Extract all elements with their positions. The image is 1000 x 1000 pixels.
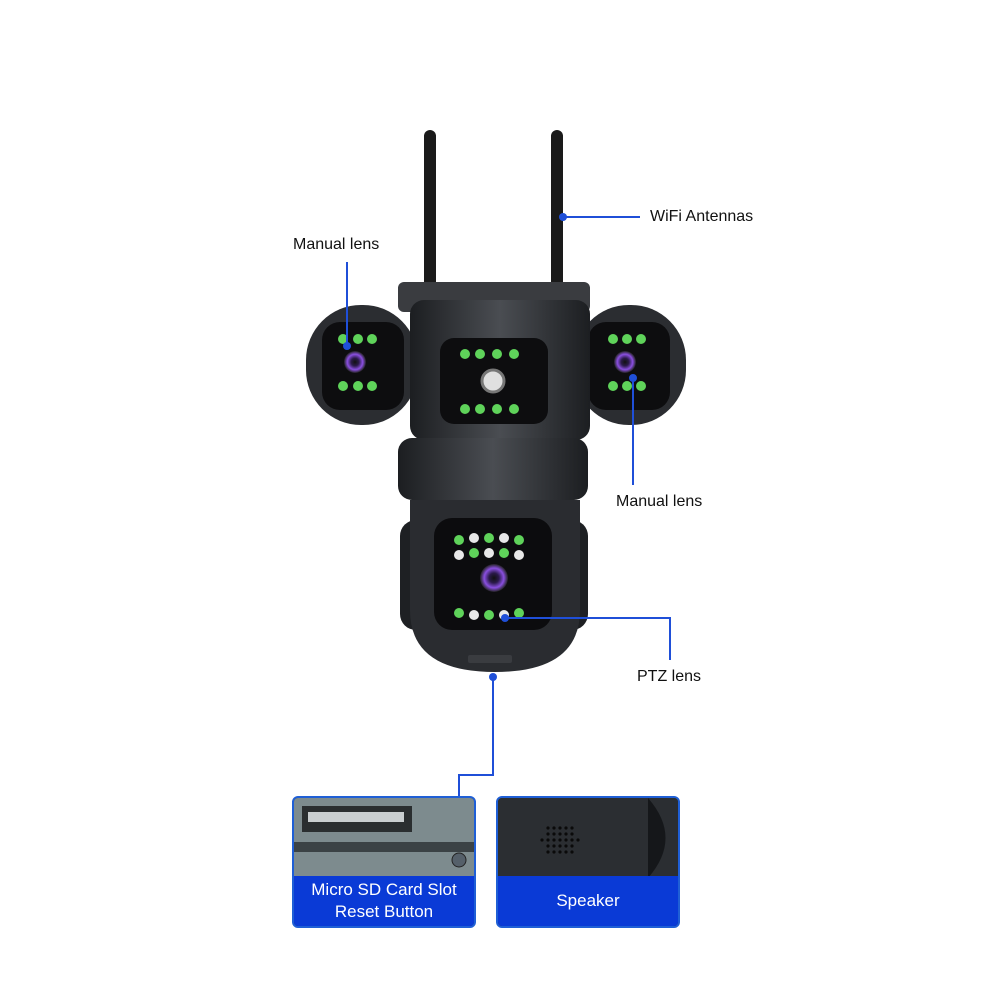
antenna-right xyxy=(551,130,563,305)
ir-led xyxy=(509,404,519,414)
lens-left xyxy=(344,351,366,373)
ir-led xyxy=(469,533,479,543)
lens-center xyxy=(480,368,506,394)
speaker-hole xyxy=(546,826,550,830)
ir-led xyxy=(622,334,632,344)
speaker-hole xyxy=(564,826,568,830)
speaker-hole xyxy=(564,850,568,854)
ir-led xyxy=(608,381,618,391)
speaker-photo xyxy=(498,798,678,878)
ir-led xyxy=(499,533,509,543)
ir-led xyxy=(475,349,485,359)
ptz-vent xyxy=(468,655,512,663)
ir-led xyxy=(484,610,494,620)
ir-led xyxy=(484,548,494,558)
speaker-hole xyxy=(552,850,556,854)
sd-caption-line2: Reset Button xyxy=(334,902,434,921)
leader-dot-ptz xyxy=(501,614,509,622)
speaker-caption: Speaker xyxy=(556,891,620,910)
ir-led xyxy=(460,349,470,359)
leader-dot-manual-left xyxy=(343,342,351,350)
ir-led xyxy=(636,381,646,391)
ir-led xyxy=(475,404,485,414)
ir-led xyxy=(469,548,479,558)
sd-slot-photo xyxy=(294,798,474,878)
ir-led xyxy=(492,404,502,414)
speaker-hole xyxy=(570,844,574,848)
leader-bottom xyxy=(458,677,494,797)
ir-led xyxy=(367,334,377,344)
leader-ptz xyxy=(505,617,671,660)
ir-led xyxy=(454,608,464,618)
ir-led xyxy=(509,349,519,359)
ir-led xyxy=(367,381,377,391)
speaker-hole xyxy=(546,838,550,842)
callout-ptz-lens: PTZ lens xyxy=(637,668,702,685)
speaker-hole xyxy=(552,832,556,836)
ir-led xyxy=(353,381,363,391)
lens-ptz xyxy=(480,564,508,592)
ir-led-group xyxy=(338,334,646,620)
leader-dot-bottom xyxy=(489,673,497,681)
speaker-hole xyxy=(546,844,550,848)
speaker-hole xyxy=(546,850,550,854)
panel-speaker: Speaker xyxy=(496,796,680,928)
lens-right xyxy=(614,351,636,373)
reset-button-icon xyxy=(451,852,467,868)
speaker-hole xyxy=(558,838,562,842)
speaker-hole xyxy=(576,838,580,842)
ir-led xyxy=(622,381,632,391)
speaker-hole xyxy=(564,844,568,848)
speaker-hole xyxy=(564,838,568,842)
ir-led xyxy=(469,610,479,620)
speaker-hole xyxy=(558,832,562,836)
speaker-hole xyxy=(558,844,562,848)
ir-led xyxy=(454,550,464,560)
leader-dot-manual-right xyxy=(629,374,637,382)
speaker-hole xyxy=(570,832,574,836)
ir-led xyxy=(514,608,524,618)
antenna-left xyxy=(424,130,436,305)
ir-led xyxy=(492,349,502,359)
speaker-hole xyxy=(552,838,556,842)
speaker-hole xyxy=(570,850,574,854)
ir-led xyxy=(353,334,363,344)
speaker-hole xyxy=(558,826,562,830)
panel-sd-card: Micro SD Card Slot Reset Button xyxy=(292,796,476,928)
speaker-hole xyxy=(564,832,568,836)
ir-led xyxy=(460,404,470,414)
speaker-grille-icon xyxy=(540,826,580,854)
callout-manual-lens-right: Manual lens xyxy=(616,493,703,510)
ir-led xyxy=(499,548,509,558)
speaker-hole xyxy=(570,826,574,830)
speaker-hole xyxy=(540,838,544,842)
speaker-hole xyxy=(558,850,562,854)
ir-led xyxy=(636,334,646,344)
ir-led xyxy=(338,334,348,344)
ir-led xyxy=(338,381,348,391)
sd-caption-line1: Micro SD Card Slot xyxy=(311,880,457,899)
callout-wifi-antennas: WiFi Antennas xyxy=(650,208,754,225)
speaker-hole xyxy=(552,826,556,830)
ir-led xyxy=(484,533,494,543)
ir-led xyxy=(514,550,524,560)
speaker-hole xyxy=(546,832,550,836)
ir-led xyxy=(514,535,524,545)
speaker-hole xyxy=(570,838,574,842)
callout-manual-lens-left: Manual lens xyxy=(293,236,380,253)
neck-ring xyxy=(398,438,588,500)
leader-dot-wifi xyxy=(559,213,567,221)
speaker-hole xyxy=(552,844,556,848)
ir-led xyxy=(454,535,464,545)
ir-led xyxy=(608,334,618,344)
